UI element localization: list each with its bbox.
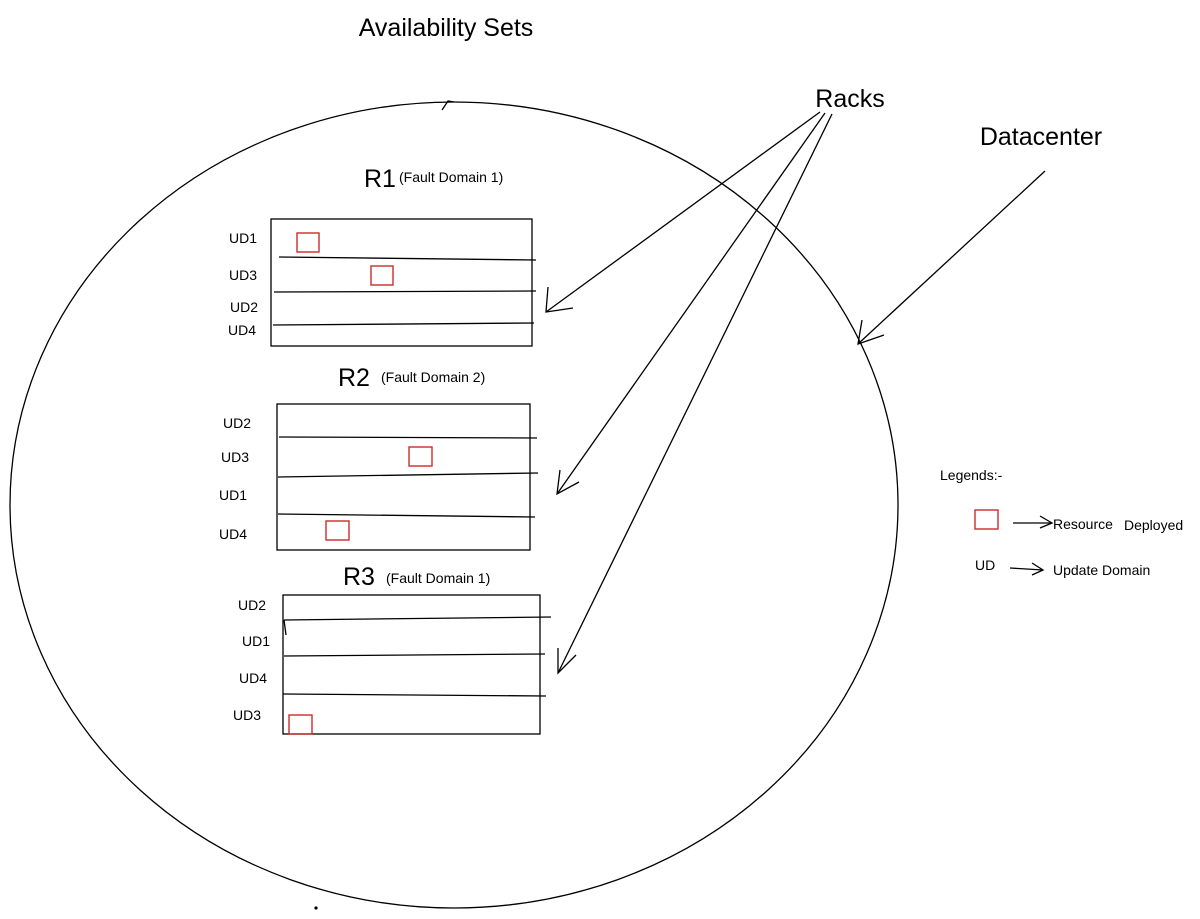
- rack-r2-ud-label: UD2: [223, 415, 251, 431]
- rack-r1: R1 (Fault Domain 1) UD1 UD3 UD2 UD4: [228, 165, 537, 347]
- resource-deployed-marker: [408, 446, 433, 467]
- legend-ud-key: UD: [975, 557, 995, 573]
- rack-r2-divider: [277, 513, 536, 518]
- resource-deployed-marker: [288, 714, 313, 735]
- rack-r3-divider: [283, 653, 546, 657]
- rack-r3: R3 (Fault Domain 1) UD2 UD1 UD4 UD3: [233, 563, 552, 735]
- rack-r1-divider: [278, 256, 537, 261]
- racks-arrow-to-r3: [557, 113, 833, 675]
- datacenter-arrow: [857, 170, 1046, 345]
- datacenter-label: Datacenter: [980, 123, 1102, 151]
- rack-r2-divider: [277, 472, 539, 478]
- rack-r1-ud-label: UD1: [229, 230, 257, 246]
- racks-arrow-to-r2: [556, 112, 826, 496]
- rack-r1-divider: [273, 290, 537, 293]
- rack-r3-fault-domain: (Fault Domain 1): [386, 570, 490, 586]
- rack-r3-name: R3: [343, 563, 375, 591]
- legend-ud-label: Update Domain: [1053, 562, 1150, 578]
- rack-r3-ud-label: UD2: [238, 597, 266, 613]
- racks-label: Racks: [815, 85, 884, 113]
- rack-r3-box: [282, 594, 541, 735]
- resource-deployed-marker: [370, 265, 394, 286]
- rack-r2: R2 (Fault Domain 2) UD2 UD3 UD1 UD4: [219, 364, 539, 551]
- resource-deployed-marker: [325, 520, 350, 541]
- rack-r3-divider: [283, 616, 552, 621]
- rack-r3-divider-tick: [283, 619, 287, 636]
- datacenter-circle: [9, 101, 899, 909]
- legend-resource-label: Resource: [1053, 516, 1113, 532]
- rack-r1-divider: [272, 322, 535, 326]
- rack-r3-ud-label: UD3: [233, 707, 261, 723]
- resource-deployed-marker: [296, 232, 320, 253]
- racks-arrow-to-r1: [545, 111, 821, 313]
- rack-r2-ud-label: UD1: [219, 487, 247, 503]
- diagram-title: Availability Sets: [359, 14, 534, 42]
- rack-r1-ud-label: UD4: [228, 322, 256, 338]
- rack-r1-box: [270, 218, 533, 347]
- stray-dot: [314, 906, 318, 910]
- legend-title: Legends:-: [940, 467, 1003, 483]
- rack-r1-name: R1: [364, 165, 396, 193]
- rack-r2-name: R2: [338, 364, 370, 392]
- legend-arrow-icon: [1009, 562, 1045, 576]
- circle-start-tick: [441, 100, 455, 111]
- legend: Legends:- Resource Deployed UD Update Do…: [940, 467, 1183, 578]
- rack-r2-fault-domain: (Fault Domain 2): [381, 369, 485, 385]
- rack-r3-ud-label: UD1: [242, 633, 270, 649]
- rack-r2-ud-label: UD4: [219, 526, 247, 542]
- legend-arrow-icon: [1013, 515, 1054, 529]
- rack-r2-box: [276, 403, 531, 551]
- legend-resource-label-2: Deployed: [1124, 517, 1183, 533]
- rack-r3-ud-label: UD4: [239, 670, 267, 686]
- rack-r1-fault-domain: (Fault Domain 1): [399, 169, 503, 185]
- rack-r2-ud-label: UD3: [221, 449, 249, 465]
- rack-r3-divider: [282, 693, 547, 697]
- rack-r1-ud-label: UD2: [230, 299, 258, 315]
- legend-resource-swatch: [974, 509, 999, 530]
- rack-r2-divider: [278, 436, 538, 439]
- rack-r1-ud-label: UD3: [229, 267, 257, 283]
